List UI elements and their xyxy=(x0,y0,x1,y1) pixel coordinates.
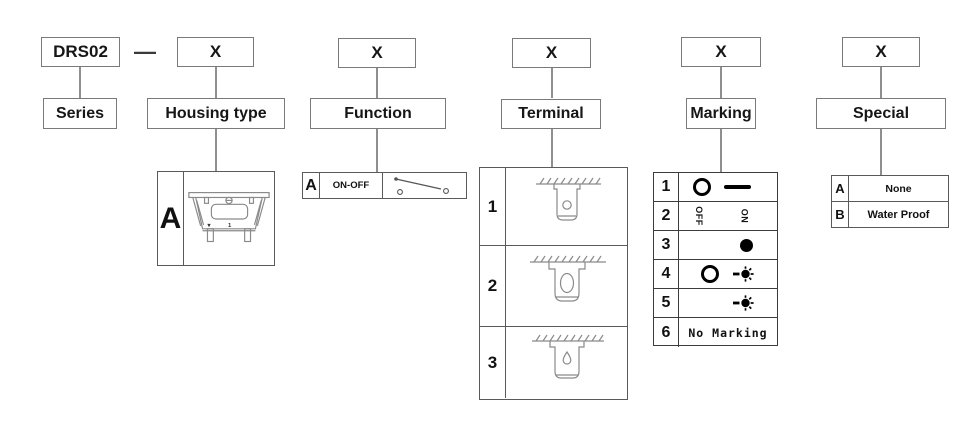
housing-row-a: A xyxy=(158,172,274,265)
housing-label-box: Housing type xyxy=(147,98,285,129)
function-code-box: X xyxy=(338,38,416,68)
panel-marking-number: 1 xyxy=(228,222,232,228)
terminal-row-1: 1 xyxy=(480,168,627,246)
function-label-box: Function xyxy=(310,98,446,129)
marking-symbols-5 xyxy=(679,289,777,317)
terminal-option-key: 2 xyxy=(480,246,506,326)
housing-code-box: X xyxy=(177,37,254,67)
series-label: Series xyxy=(55,104,105,122)
marking-option-key: 3 xyxy=(654,231,679,259)
housing-code: X xyxy=(209,42,222,61)
dash-icon xyxy=(724,184,751,190)
series-code: DRS02 xyxy=(53,42,108,61)
lamp-icon xyxy=(733,295,754,311)
housing-label: Housing type xyxy=(165,104,267,122)
marking-label-box: Marking xyxy=(686,98,756,129)
solder-terminal-round-hole-icon xyxy=(535,177,601,221)
terminal-label-box: Terminal xyxy=(501,99,601,129)
marking-row-3: 3 xyxy=(654,231,777,260)
terminal-option-key: 1 xyxy=(480,168,506,245)
housing-option-image: ▾ 1 xyxy=(184,172,274,265)
marking-option-key: 4 xyxy=(654,260,679,288)
marking-label: Marking xyxy=(690,104,752,122)
marking-symbols-1 xyxy=(679,173,777,201)
connector-special-top xyxy=(880,67,882,98)
connector-terminal-bottom xyxy=(551,128,553,167)
marking-row-1: 1 xyxy=(654,173,777,202)
connector-series xyxy=(79,67,81,98)
special-option-value: Water Proof xyxy=(867,208,930,221)
marking-row-6: 6 No Marking xyxy=(654,318,777,347)
special-label: Special xyxy=(852,104,910,122)
special-code: X xyxy=(875,42,887,61)
marking-row-4: 4 xyxy=(654,260,777,289)
marking-row-5: 5 xyxy=(654,289,777,318)
special-option-value: None xyxy=(885,182,912,195)
terminal-option-key: 3 xyxy=(480,327,506,398)
function-row-a: A ON-OFF xyxy=(303,173,466,198)
terminal-label: Terminal xyxy=(518,105,584,122)
connector-terminal-top xyxy=(551,68,553,98)
marking-symbols-2: OFF ON xyxy=(679,202,777,230)
connector-function-top xyxy=(376,68,378,98)
connector-special-bottom xyxy=(880,129,882,175)
lamp-icon xyxy=(733,266,754,282)
filled-circle-icon xyxy=(740,238,753,252)
connector-marking-bottom xyxy=(720,129,722,172)
terminal-image-1 xyxy=(506,168,627,245)
function-options-table: A ON-OFF xyxy=(302,172,467,199)
special-code-box: X xyxy=(842,37,920,67)
terminal-code-box: X xyxy=(512,38,591,68)
function-label: Function xyxy=(344,104,412,122)
spst-switch-icon xyxy=(383,173,466,198)
circle-outline-icon xyxy=(701,265,719,283)
special-option-key: A xyxy=(832,176,849,201)
connector-marking-top xyxy=(720,67,722,98)
series-label-box: Series xyxy=(43,98,117,129)
housing-options-table: A xyxy=(157,171,275,266)
marking-option-key: 5 xyxy=(654,289,679,317)
special-option-key: B xyxy=(832,202,849,227)
series-code-box: DRS02 xyxy=(41,37,120,67)
terminal-image-2 xyxy=(506,246,627,326)
housing-option-key: A xyxy=(158,172,184,265)
connector-housing-top xyxy=(215,67,217,98)
marking-option-key: 1 xyxy=(654,173,679,201)
marking-option-key: 6 xyxy=(654,318,679,347)
connector-housing-bottom xyxy=(215,129,217,171)
terminal-code: X xyxy=(545,43,558,62)
marking-options-table: 1 2 OFF ON 3 xyxy=(653,172,778,347)
special-options-table: A None B Water Proof xyxy=(831,175,949,228)
separator-dash: — xyxy=(134,39,156,64)
marking-symbols-3 xyxy=(679,231,777,259)
panel-ink-mark: ▾ xyxy=(206,222,211,228)
marking-code: X xyxy=(715,42,727,61)
marking-option-key: 2 xyxy=(654,202,679,230)
no-marking-text: No Marking xyxy=(688,325,768,340)
marking-symbols-4 xyxy=(679,260,777,288)
special-row-a: A None xyxy=(832,176,948,202)
spst-switch-schematic xyxy=(393,176,449,195)
quick-connect-terminal-keyhole-icon xyxy=(531,334,604,379)
special-row-b: B Water Proof xyxy=(832,202,948,227)
connector-function-bottom xyxy=(376,128,378,172)
rocker-switch-front-view-icon: ▾ 1 xyxy=(188,191,270,242)
function-option-value: ON-OFF xyxy=(320,173,383,198)
function-option-key: A xyxy=(303,173,320,198)
marking-row-2: 2 OFF ON xyxy=(654,202,777,231)
terminal-options-table: 1 2 xyxy=(479,167,628,400)
special-label-box: Special xyxy=(816,98,946,129)
on-text: ON xyxy=(738,208,749,224)
marking-code-box: X xyxy=(681,37,761,67)
circle-outline-icon xyxy=(693,178,711,196)
terminal-image-3 xyxy=(506,327,627,398)
off-text: OFF xyxy=(693,206,704,226)
terminal-row-2: 2 xyxy=(480,246,627,327)
function-code: X xyxy=(371,43,383,62)
quick-connect-terminal-oval-hole-icon xyxy=(529,255,606,302)
terminal-row-3: 3 xyxy=(480,327,627,398)
